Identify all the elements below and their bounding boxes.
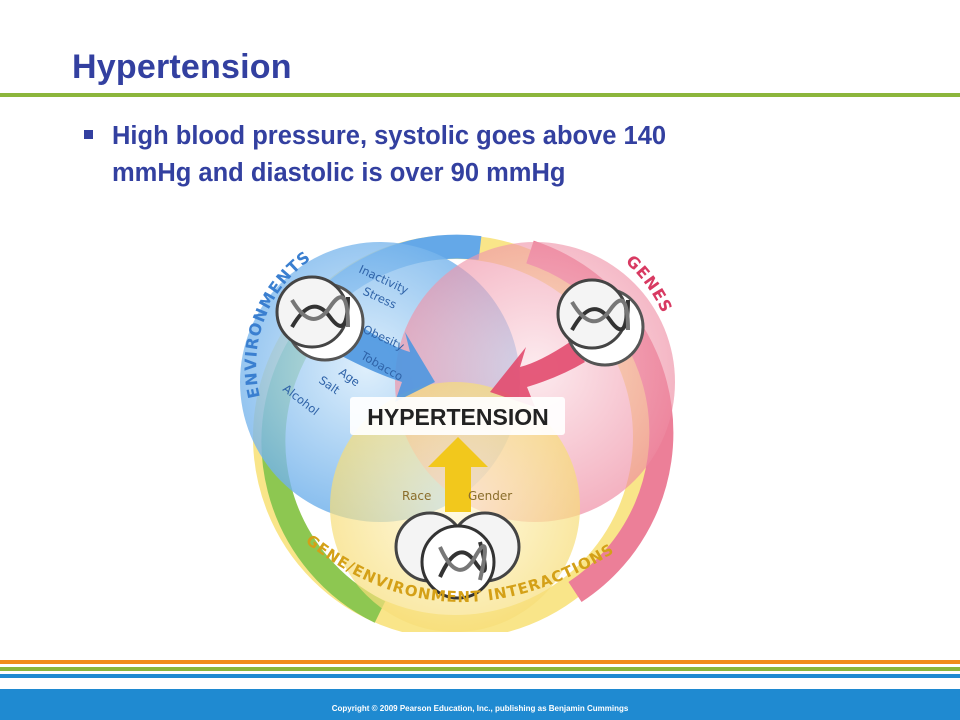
dna-icon xyxy=(556,278,645,367)
footer-stripe xyxy=(0,667,960,671)
dna-icon xyxy=(275,275,365,362)
genes-arrow-icon xyxy=(490,342,585,407)
footer-stripe xyxy=(0,674,960,678)
interaction-arrow-icon xyxy=(428,437,488,512)
bullet-text: High blood pressure, systolic goes above… xyxy=(112,122,667,187)
title-rule xyxy=(0,93,960,97)
interaction-factor-race: Race xyxy=(402,489,431,503)
bullet-item: High blood pressure, systolic goes above… xyxy=(84,118,904,192)
footer-bar xyxy=(0,689,960,720)
center-label: HYPERTENSION xyxy=(367,404,548,430)
interaction-factor-gender: Gender xyxy=(468,489,512,503)
footer-stripe xyxy=(0,660,960,664)
slide-title: Hypertension xyxy=(72,48,292,86)
hypertension-diagram: HYPERTENSION Inactivity Stress Obesity T… xyxy=(240,234,675,632)
copyright-text: Copyright © 2009 Pearson Education, Inc.… xyxy=(331,704,629,713)
center-label-box xyxy=(350,397,565,435)
square-bullet-icon xyxy=(84,130,93,139)
footer-stripes xyxy=(0,660,960,681)
dna-icon xyxy=(394,511,521,600)
